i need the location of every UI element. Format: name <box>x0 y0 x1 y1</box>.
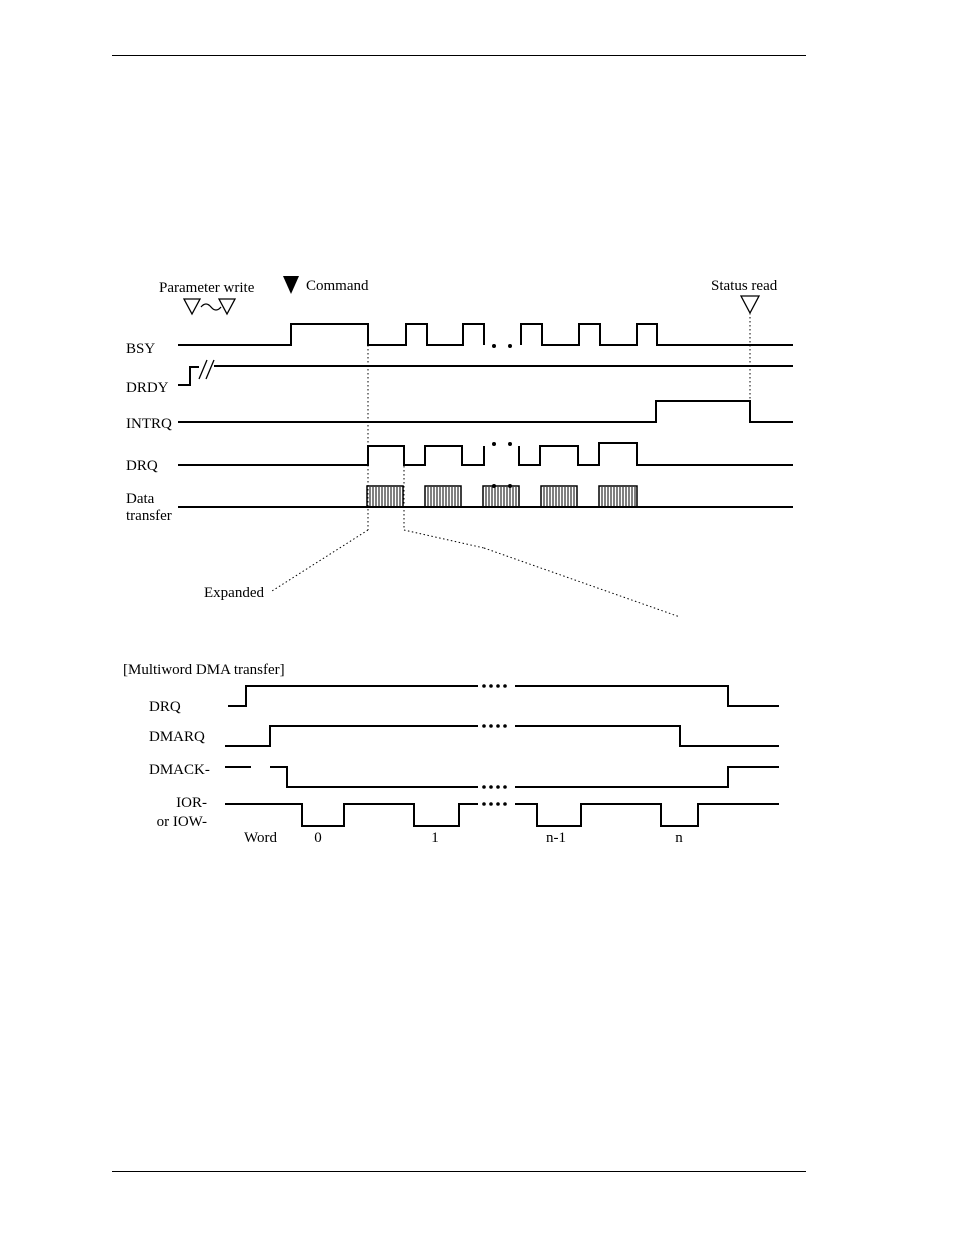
expanded-label: Expanded <box>204 585 264 601</box>
multiword-dma-title: [Multiword DMA transfer] <box>123 662 285 678</box>
word-index-n: n <box>675 830 683 846</box>
signal-label-dmack: DMACK- <box>149 762 210 778</box>
top-timing-diagram: Parameter write Command Status read BSY … <box>126 276 793 617</box>
signal-label-drdy: DRDY <box>126 380 169 396</box>
signal-label-iow: or IOW- <box>157 814 207 830</box>
data-burst-1 <box>367 486 403 507</box>
data-burst-2 <box>425 486 461 507</box>
command-label: Command <box>306 278 369 294</box>
waveform-drq <box>178 442 793 465</box>
parameter-write-label: Parameter write <box>159 280 255 296</box>
data-burst-5 <box>599 486 637 507</box>
signal-label-dma-drq: DRQ <box>149 699 181 715</box>
word-index-1: 1 <box>431 830 439 846</box>
signal-label-drq: DRQ <box>126 458 158 474</box>
waveform-intrq <box>178 401 793 422</box>
signal-label-ior: IOR- <box>176 795 207 811</box>
status-read-label: Status read <box>711 278 778 294</box>
waveform-ior-iow <box>225 802 779 826</box>
data-burst-3 <box>483 486 519 507</box>
waveform-bsy <box>178 324 793 348</box>
status-read-marker-icon <box>741 296 759 313</box>
waveform-dmarq <box>225 724 779 746</box>
signal-label-data-line1: Data <box>126 491 155 507</box>
word-index-0: 0 <box>314 830 322 846</box>
signal-label-intrq: INTRQ <box>126 416 172 432</box>
multiword-dma-diagram: [Multiword DMA transfer] DRQ DMARQ DMACK… <box>123 662 779 846</box>
signal-label-data-line2: transfer <box>126 508 172 524</box>
data-burst-4 <box>541 486 577 507</box>
parameter-write-marker <box>184 299 235 314</box>
waveform-data-transfer <box>178 484 793 507</box>
signal-label-dmarq: DMARQ <box>149 729 205 745</box>
command-marker-icon <box>283 276 299 294</box>
word-label: Word <box>244 830 277 846</box>
waveform-dma-drq <box>228 684 779 706</box>
waveform-dmack <box>225 767 779 789</box>
waveform-drdy <box>178 360 793 385</box>
signal-label-bsy: BSY <box>126 341 155 357</box>
word-index-n-minus-1: n-1 <box>546 830 566 846</box>
